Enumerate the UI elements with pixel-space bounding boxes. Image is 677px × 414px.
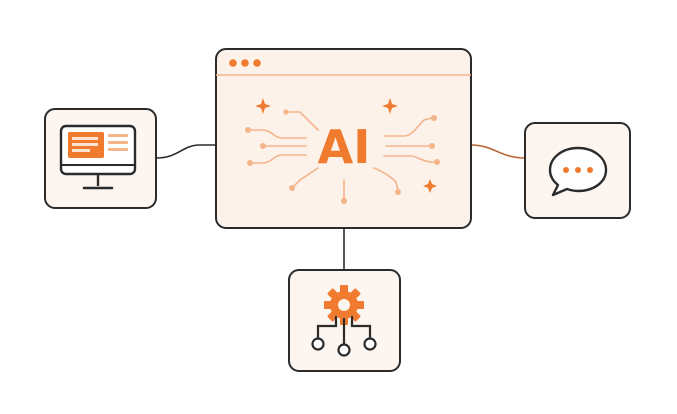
circuit-nodes-right	[395, 115, 440, 195]
monitor-card	[44, 108, 157, 209]
gear-network-icon	[311, 285, 377, 357]
chat-card	[524, 122, 631, 219]
connector-ai-chat	[470, 144, 526, 159]
chat-bubble-icon	[548, 146, 608, 197]
connector-monitor-ai	[155, 144, 216, 159]
connectors	[155, 144, 526, 270]
gear-card	[288, 269, 401, 372]
window-controls	[229, 59, 261, 67]
monitor-icon	[59, 124, 137, 190]
circuit-traces-right	[373, 117, 435, 191]
ai-label: AI	[318, 120, 371, 174]
circuit-nodes-left	[245, 109, 295, 191]
circuit-traces-left	[249, 111, 319, 187]
circuit-trace-bottom	[341, 179, 347, 204]
ai-window: AI	[215, 48, 472, 229]
sparkle-icon	[255, 98, 271, 114]
sparkle-icon	[423, 179, 437, 193]
sparkle-icon	[382, 98, 398, 114]
